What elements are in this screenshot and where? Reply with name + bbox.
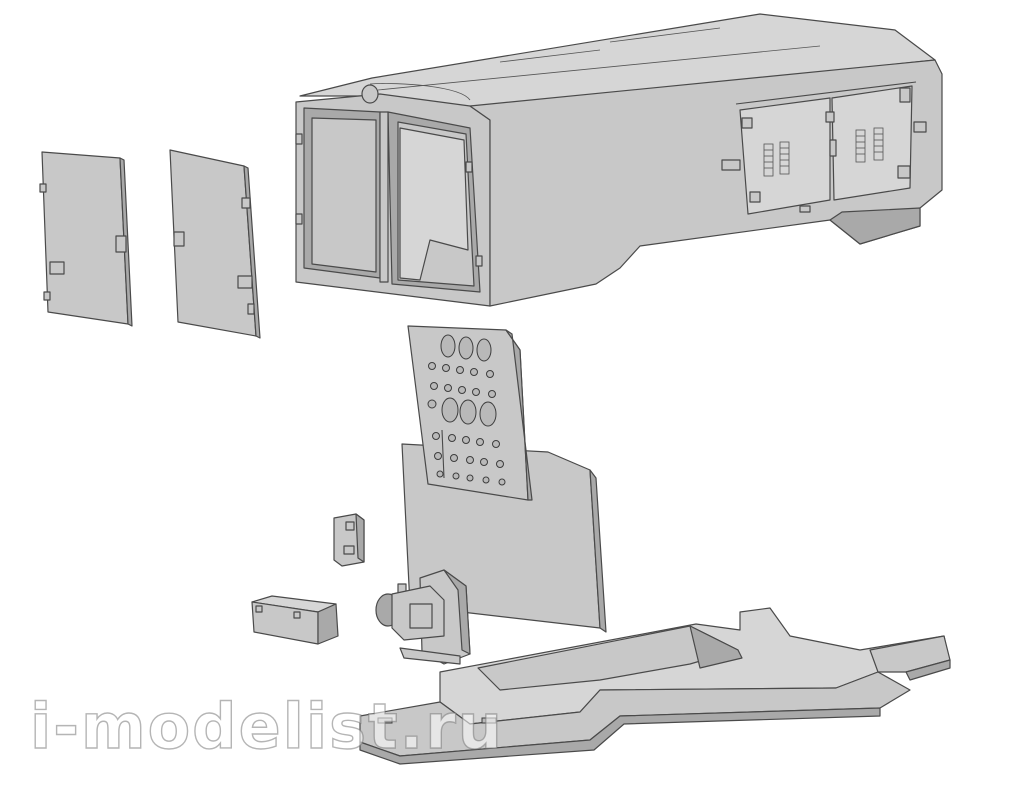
cab-shell	[295, 13, 943, 307]
door-left	[39, 151, 133, 327]
cab-floor	[359, 607, 951, 765]
door-right	[169, 149, 261, 339]
small-box	[333, 513, 365, 567]
battery-box	[251, 595, 339, 645]
instrument-panel	[407, 325, 533, 501]
side-hatches	[721, 81, 927, 215]
seat-mechanism	[375, 569, 471, 665]
